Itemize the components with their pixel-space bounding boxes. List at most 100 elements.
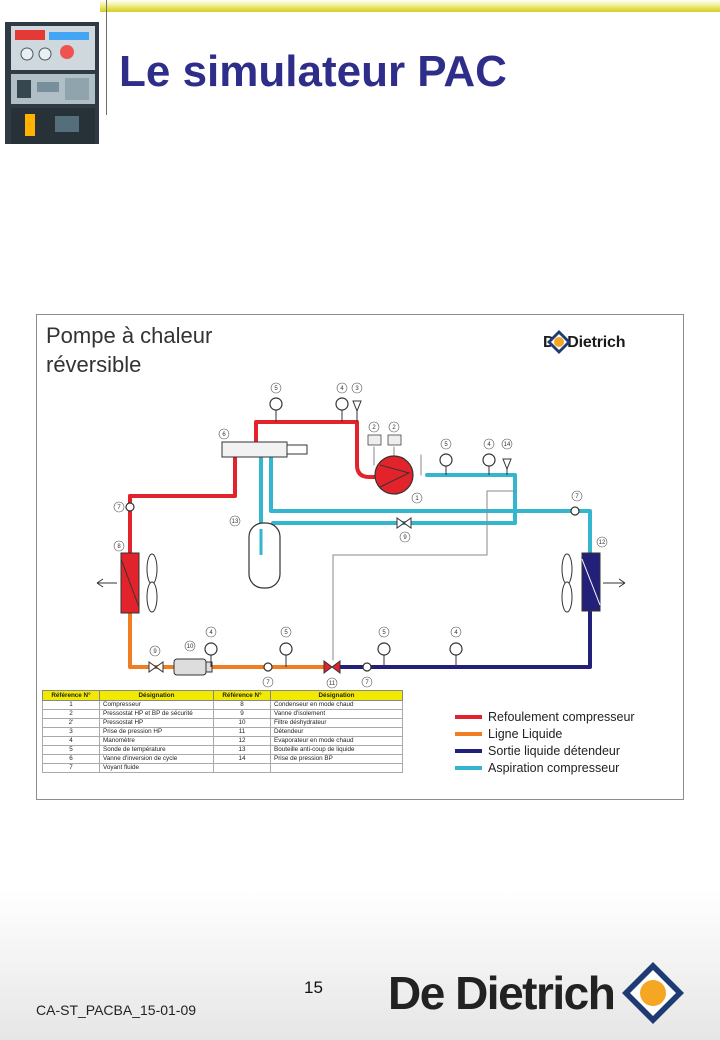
de-dietrich-logo-icon: [547, 330, 571, 354]
callout-circle: [262, 676, 274, 688]
callout-circle: [113, 501, 125, 513]
table-cell: Evaporateur en mode chaud: [270, 736, 403, 746]
table-cell: 4: [42, 736, 100, 746]
legend-swatch: [455, 714, 482, 719]
callout-number: 4: [454, 630, 458, 636]
page-title: Le simulateur PAC: [119, 47, 507, 96]
de-dietrich-diamond-icon: [622, 962, 685, 1024]
document-code: CA-ST_PACBA_15-01-09: [36, 1002, 197, 1018]
pressostat-icon: [367, 434, 382, 446]
table-header-cell: Référence N°: [213, 690, 271, 701]
expander-outlet-line: [337, 609, 592, 669]
callout-circle: [218, 428, 230, 440]
gauge-icon: [449, 642, 463, 656]
callout-number: 7: [117, 505, 121, 511]
table-cell: 3: [42, 727, 100, 737]
table-cell: Prise de pression HP: [99, 727, 214, 737]
suction-line: [513, 509, 592, 555]
control-wire: [332, 490, 516, 661]
callout-circle: [483, 438, 495, 450]
sight-glass-icon: [263, 662, 273, 672]
sight-glass-icon: [362, 662, 372, 672]
top-accent-bar: [100, 0, 720, 12]
table-cell: 14: [213, 754, 271, 764]
callout-circle: [351, 382, 363, 394]
page-number: 15: [304, 978, 323, 997]
callout-circle: [229, 515, 241, 527]
callout-number: 11: [329, 681, 336, 687]
callout-circle: [440, 438, 452, 450]
callout-circle: [378, 626, 390, 638]
callout-number: 5: [284, 630, 288, 636]
table-cell: Vanne d'inversion de cycle: [99, 754, 214, 764]
table-cell: Condenseur en mode chaud: [270, 700, 403, 710]
table-cell: Sonde de température: [99, 745, 214, 755]
cycle-valve-icon: [221, 441, 308, 458]
callout-circle: [149, 645, 161, 657]
simulator-photo: [5, 22, 99, 144]
discharge-line: [128, 453, 237, 498]
legend-label: Sortie liquide détendeur: [488, 743, 621, 758]
sight-glass-icon: [125, 502, 135, 512]
callout-number: 7: [575, 494, 579, 500]
isolation-valve-icon: [396, 517, 412, 529]
callout-circle: [205, 626, 217, 638]
legend-item: Sortie liquide détendeur: [455, 742, 635, 759]
callout-number: 1: [415, 496, 419, 502]
callout-number: 9: [403, 535, 407, 541]
legend-label: Aspiration compresseur: [488, 760, 620, 775]
suction-line: [271, 509, 517, 525]
liquid-line: [128, 611, 326, 669]
expansion-valve-icon: [323, 660, 341, 674]
table-cell: 12: [213, 736, 271, 746]
header-divider: [106, 0, 107, 115]
table-cell: 6: [42, 754, 100, 764]
callout-number: 13: [232, 519, 239, 525]
callout-circle: [450, 626, 462, 638]
table-cell: Compresseur: [99, 700, 214, 710]
table-cell: 7: [42, 763, 100, 773]
callout-number: 3: [355, 386, 359, 392]
temperature-probe-icon: [439, 453, 453, 467]
table-cell: Pressostat HP: [99, 718, 214, 728]
condenser-icon: [96, 552, 158, 614]
callout-number: 5: [444, 442, 448, 448]
table-cell: 13: [213, 745, 271, 755]
brand-logo: De Dietrich: [388, 958, 686, 1028]
callout-circle: [184, 640, 196, 652]
legend-item: Refoulement compresseur: [455, 708, 635, 725]
legend-label: Refoulement compresseur: [488, 709, 635, 724]
callout-number: 4: [487, 442, 491, 448]
anti-liquid-bottle-icon: [248, 522, 281, 589]
pressostat-icon: [387, 434, 402, 446]
callout-number: 2: [372, 425, 376, 431]
isolation-valve-icon: [148, 661, 164, 673]
temperature-probe-icon: [269, 397, 283, 411]
table-header-cell: Désignation: [270, 690, 403, 701]
diagram-title: Pompe à chaleur réversible: [46, 323, 213, 377]
callout-circle: [571, 490, 583, 502]
callout-number: 14: [504, 442, 511, 448]
callout-number: 12: [599, 540, 606, 546]
callout-number: 4: [209, 630, 213, 636]
compressor-icon: [374, 455, 414, 495]
table-cell: [270, 763, 403, 773]
filter-drier-icon: [173, 658, 213, 676]
callout-circle: [399, 531, 411, 543]
discharge-line: [254, 420, 381, 479]
table-cell: 10: [213, 718, 271, 728]
table-cell: [213, 763, 271, 773]
callout-number: 9: [153, 649, 157, 655]
table-cell: 11: [213, 727, 271, 737]
table-header-cell: Référence N°: [42, 690, 100, 701]
table-cell: 1: [42, 700, 100, 710]
table-cell: 5: [42, 745, 100, 755]
legend-swatch: [455, 731, 482, 736]
table-cell: Voyant fluide: [99, 763, 214, 773]
callout-number: 5: [382, 630, 386, 636]
